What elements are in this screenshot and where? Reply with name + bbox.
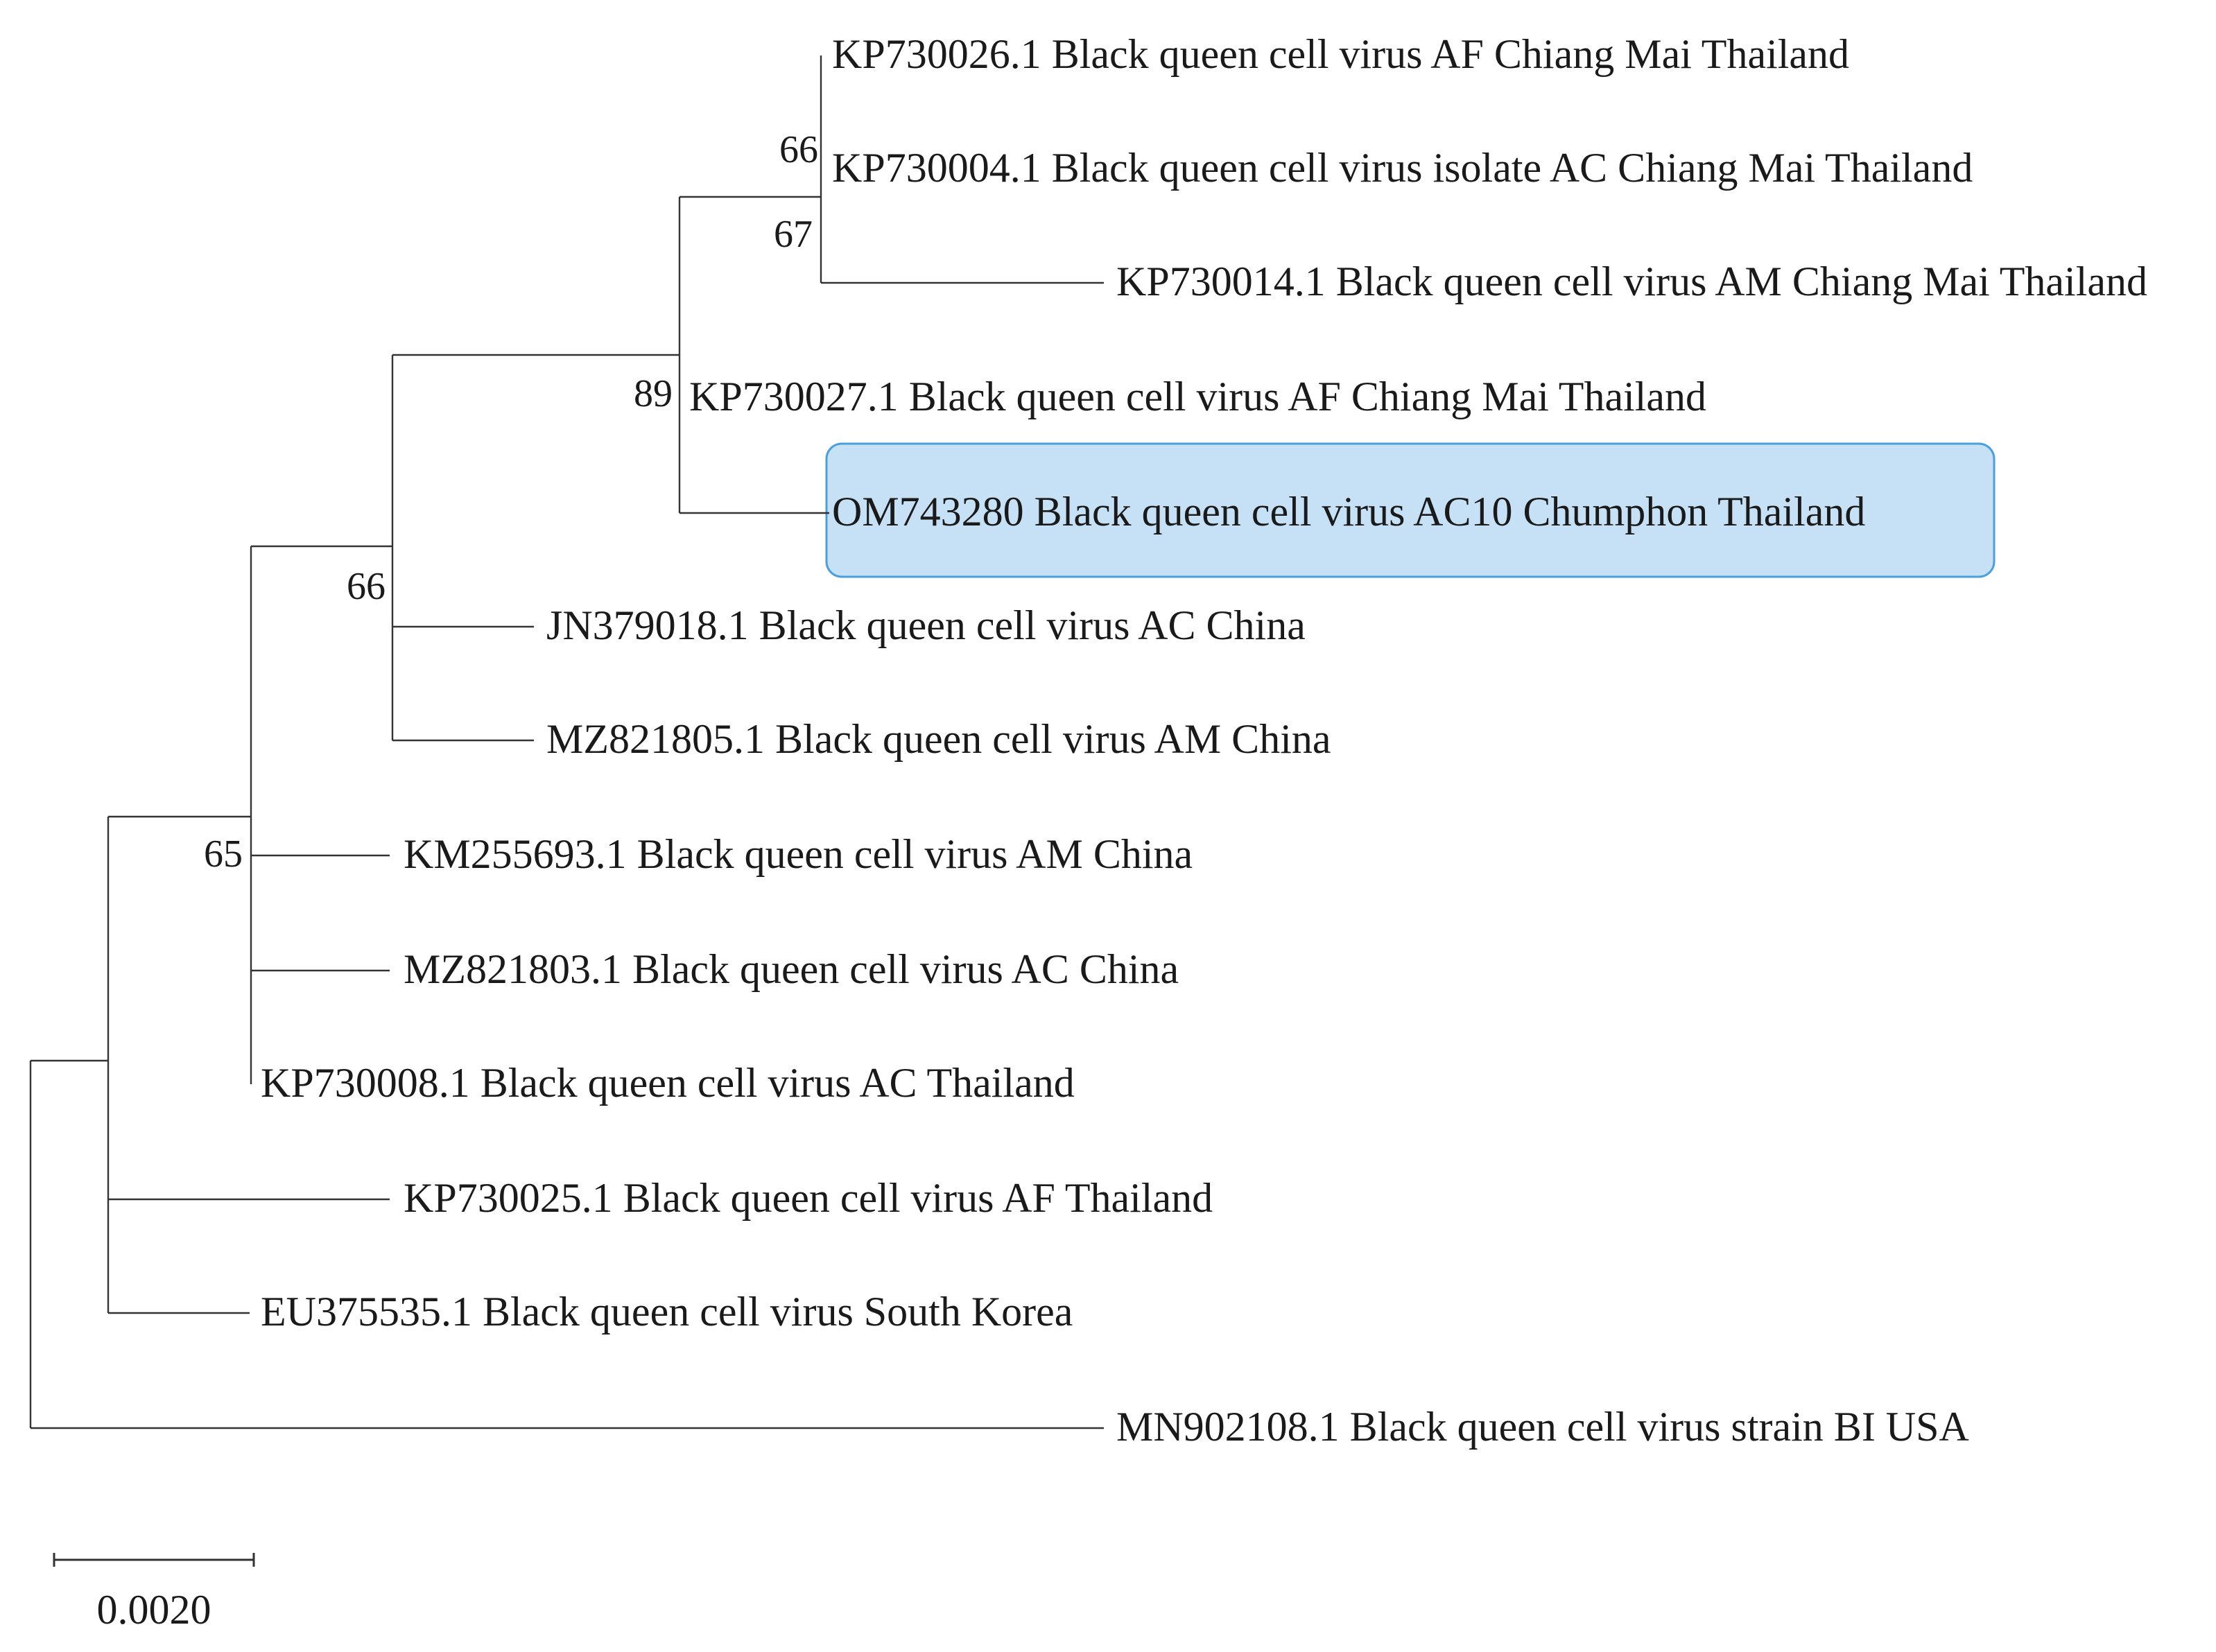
leaf-label-kp730004: KP730004.1 Black queen cell virus isolat… [832,145,1973,191]
leaf-label-eu375535: EU375535.1 Black queen cell virus South … [261,1289,1073,1334]
leaf-label-kp730027: KP730027.1 Black queen cell virus AF Chi… [689,374,1706,419]
leaf-label-om743280: OM743280 Black queen cell virus AC10 Chu… [832,489,1865,534]
scale-bar-label: 0.0020 [97,1587,211,1633]
support-value: 67 [774,213,813,256]
leaf-label-kp730026: KP730026.1 Black queen cell virus AF Chi… [832,31,1849,77]
leaf-label-km255693: KM255693.1 Black queen cell virus AM Chi… [404,831,1193,877]
leaf-label-kp730014: KP730014.1 Black queen cell virus AM Chi… [1116,259,2147,304]
leaf-labels: KP730026.1 Black queen cell virus AF Chi… [261,31,2147,1450]
leaf-label-mz821803: MZ821803.1 Black queen cell virus AC Chi… [404,946,1179,992]
highlight-box [825,442,1996,578]
support-value: 65 [204,833,243,876]
scale-bar: 0.0020 [53,1553,255,1633]
support-values: 66 67 89 66 65 [204,128,818,876]
support-value: 89 [634,372,673,415]
support-value: 66 [779,128,818,171]
leaf-label-kp730025: KP730025.1 Black queen cell virus AF Tha… [404,1175,1213,1221]
leaf-label-jn379018: JN379018.1 Black queen cell virus AC Chi… [546,602,1306,648]
leaf-label-mn902108: MN902108.1 Black queen cell virus strain… [1116,1404,1969,1450]
support-value: 66 [347,565,386,608]
leaf-label-mz821805: MZ821805.1 Black queen cell virus AM Chi… [546,716,1331,762]
leaf-label-kp730008: KP730008.1 Black queen cell virus AC Tha… [261,1060,1075,1106]
tree-branches [29,55,1104,1429]
